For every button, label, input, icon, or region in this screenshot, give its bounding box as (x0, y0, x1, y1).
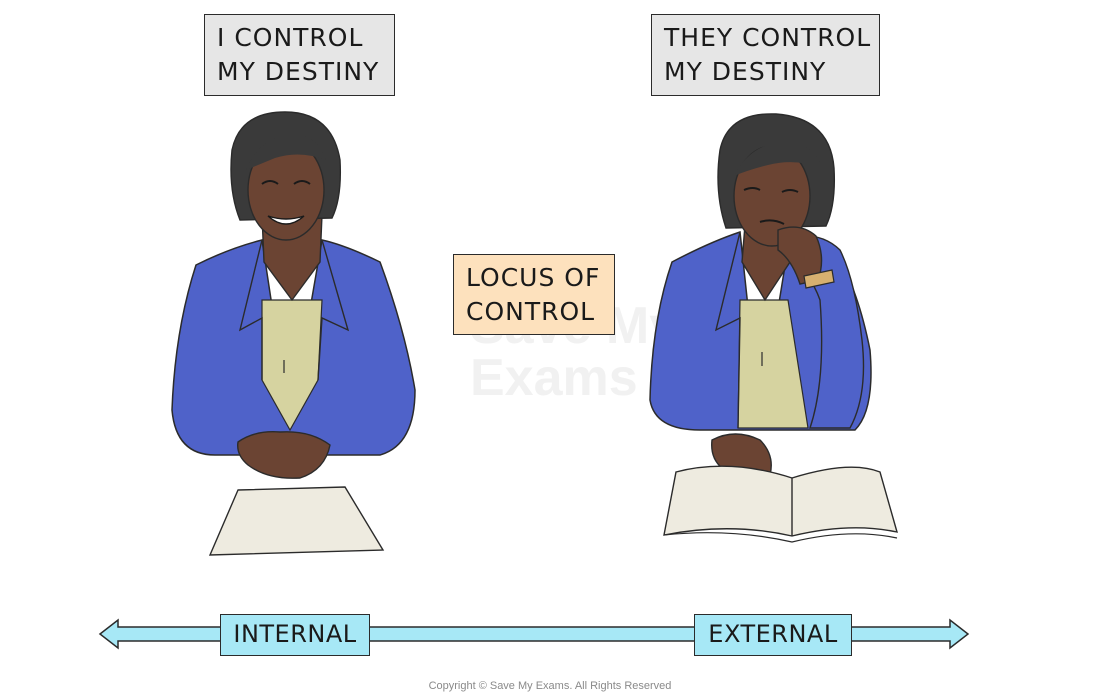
left-speech-box: I CONTROL MY DESTINY (204, 14, 395, 96)
right-speech-box: THEY CONTROL MY DESTINY (651, 14, 880, 96)
left-person-figure (171, 111, 416, 556)
internal-label: INTERNAL (220, 614, 370, 656)
left-paper (208, 486, 385, 556)
left-speech-line-2: MY DESTINY (217, 57, 380, 86)
watermark-line-2: Exams (470, 349, 638, 407)
external-label: EXTERNAL (694, 614, 852, 656)
left-hands (237, 431, 331, 479)
right-speech-line-2: MY DESTINY (664, 57, 827, 86)
copyright-notice: Copyright © Save My Exams. All Rights Re… (428, 680, 672, 692)
right-person-figure (649, 113, 898, 543)
right-book (663, 465, 898, 537)
right-raised-arm (789, 234, 865, 429)
right-speech-line-1: THEY CONTROL (664, 23, 872, 52)
locus-label-line-1: LOCUS OF (466, 263, 601, 292)
left-speech-line-1: I CONTROL (217, 23, 364, 52)
right-hand-on-cheek (777, 226, 823, 285)
locus-of-control-label: LOCUS OF CONTROL (453, 254, 615, 335)
locus-label-line-2: CONTROL (466, 297, 596, 326)
